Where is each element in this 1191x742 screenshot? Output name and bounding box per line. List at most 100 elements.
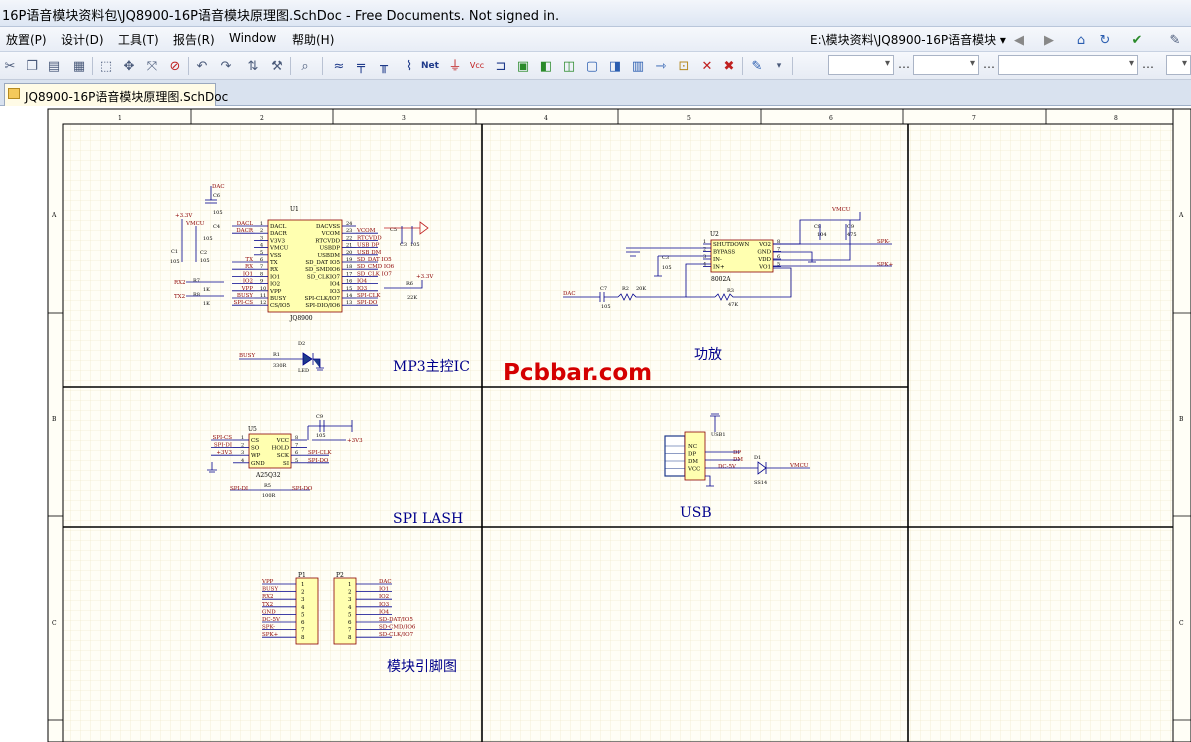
forward-icon[interactable]: ▶ (1044, 32, 1054, 48)
rubber-stamp-icon[interactable]: ▦ (72, 58, 86, 74)
separator (188, 57, 189, 75)
redo-icon[interactable]: ↷ (220, 58, 232, 74)
harness-entry-icon[interactable]: ▥ (631, 58, 645, 74)
pin-number: 3 (260, 235, 263, 241)
net-label: TX (245, 257, 253, 263)
pin-number: 4 (241, 458, 244, 464)
offsheet-icon[interactable]: ⇾ (655, 58, 667, 74)
pin-number: 9 (260, 279, 263, 285)
chevron-down-icon[interactable]: ▾ (776, 60, 782, 71)
net-label: SPI-DO (308, 458, 329, 464)
pin-name: IN- (713, 257, 722, 263)
paste-icon[interactable]: ▤ (47, 58, 61, 74)
menu-place[interactable]: 放置(P) (6, 33, 47, 47)
menu-reports[interactable]: 报告(R) (173, 33, 215, 47)
net-label: VPP (241, 286, 254, 292)
document-tab[interactable]: JQ8900-16P语音模块原理图.SchDoc (4, 83, 228, 106)
home-icon[interactable]: ⌂ (1076, 32, 1086, 48)
u5-chip[interactable] (248, 433, 292, 469)
menu-tools[interactable]: 工具(T) (118, 33, 159, 47)
hierarchy-icon[interactable]: ⇅ (247, 58, 259, 74)
part-icon[interactable]: ⊐ (495, 58, 507, 74)
move-selection-icon[interactable]: ⤧ (146, 58, 158, 74)
amp-section-title: 功放 (694, 347, 722, 363)
pen-icon[interactable]: ✎ (1169, 32, 1181, 48)
cross-probe-icon[interactable]: ⚒ (271, 58, 283, 74)
p2-net-label: IO3 (379, 602, 390, 608)
pin-number: 23 (346, 228, 352, 234)
r2-value: 20K (636, 286, 646, 292)
p2-pin-number: 3 (348, 597, 352, 603)
move-icon[interactable]: ✥ (123, 58, 135, 74)
no-erc-icon[interactable]: ✕ (701, 58, 713, 74)
net-label: USB DP (357, 243, 380, 249)
c1-value: 105 (170, 259, 180, 265)
zone-row-label: C (1179, 620, 1184, 627)
menu-window[interactable]: Window (229, 31, 277, 45)
bus-entry-icon[interactable]: ╥ (380, 58, 388, 74)
p2-header[interactable] (333, 577, 357, 645)
io-port-icon[interactable]: ⊡ (678, 58, 690, 74)
port-icon[interactable]: ▢ (585, 58, 599, 74)
usb-connector[interactable] (664, 435, 686, 477)
net-label: USB DM (357, 250, 382, 256)
u1-chip[interactable] (267, 219, 343, 313)
filter-combo-2[interactable] (913, 55, 979, 75)
menu-design[interactable]: 设计(D) (61, 33, 104, 47)
filter-combo-4[interactable] (1166, 55, 1191, 75)
cut-icon[interactable]: ✂ (4, 58, 16, 74)
p1-header[interactable] (295, 577, 319, 645)
device-sheet-icon[interactable]: ◫ (562, 58, 576, 74)
pin-name: GND (757, 250, 771, 256)
filter-combo-1[interactable] (828, 55, 894, 75)
net-label: SPI-CLK (308, 450, 332, 456)
vcc-port-icon[interactable]: Vcc (469, 61, 485, 70)
pin-number: 5 (777, 262, 780, 268)
copy-icon[interactable]: ❐ (26, 58, 38, 74)
spi-section-title: SPI LASH (393, 511, 463, 527)
harness-connector-icon[interactable]: ◨ (608, 58, 622, 74)
gnd-port-icon[interactable]: ⏚ (448, 58, 462, 74)
pin-number: 1 (260, 221, 263, 227)
p2-pin-number: 4 (348, 605, 352, 611)
back-icon[interactable]: ◀ (1014, 32, 1024, 48)
c9-value: 475 (847, 232, 857, 238)
menu-help[interactable]: 帮助(H) (292, 33, 335, 47)
filter-combo-3[interactable] (998, 55, 1138, 75)
rx2-net: RX2 (174, 280, 186, 286)
draw-icon[interactable]: ✎ (751, 58, 763, 74)
browse-icon[interactable]: ⌕ (301, 58, 309, 74)
pin-name: VDD (757, 257, 771, 263)
compile-mask-icon[interactable]: ✖ (723, 58, 735, 74)
pin-number: 1 (241, 435, 244, 441)
check-icon[interactable]: ✔ (1131, 32, 1143, 48)
signal-harness-icon[interactable]: ⌇ (405, 58, 413, 74)
pin-name: USBDP (319, 246, 340, 252)
sheet-symbol-icon[interactable]: ▣ (516, 58, 530, 74)
clear-filter-icon[interactable]: ⊘ (169, 58, 181, 74)
bus-icon[interactable]: ╤ (357, 58, 365, 74)
pin-number: 14 (346, 293, 352, 299)
pin-number: 6 (777, 254, 780, 260)
pin-name: IO2 (270, 282, 280, 288)
path-dropdown[interactable]: E:\模块资料\JQ8900-16P语音模块 ▾ (810, 33, 1006, 47)
amp-c3-value: 105 (662, 265, 672, 271)
sheet-entry-icon[interactable]: ◧ (539, 58, 553, 74)
u2-chip[interactable] (710, 239, 774, 273)
usb-pin-name: VCC (687, 467, 700, 473)
p1-net-label: GND (262, 609, 276, 615)
pin-number: 12 (260, 300, 266, 306)
zone-row-label: C (52, 620, 57, 627)
net-label-icon[interactable]: Net (421, 60, 439, 71)
p2-pin-number: 1 (348, 582, 352, 588)
select-area-icon[interactable]: ⬚ (99, 58, 113, 74)
wire-icon[interactable]: ≈ (333, 58, 345, 74)
undo-icon[interactable]: ↶ (196, 58, 208, 74)
r1-ref: R1 (273, 352, 280, 358)
separator (792, 57, 793, 75)
c8-value: 104 (817, 232, 827, 238)
refresh-icon[interactable]: ↻ (1099, 32, 1111, 48)
